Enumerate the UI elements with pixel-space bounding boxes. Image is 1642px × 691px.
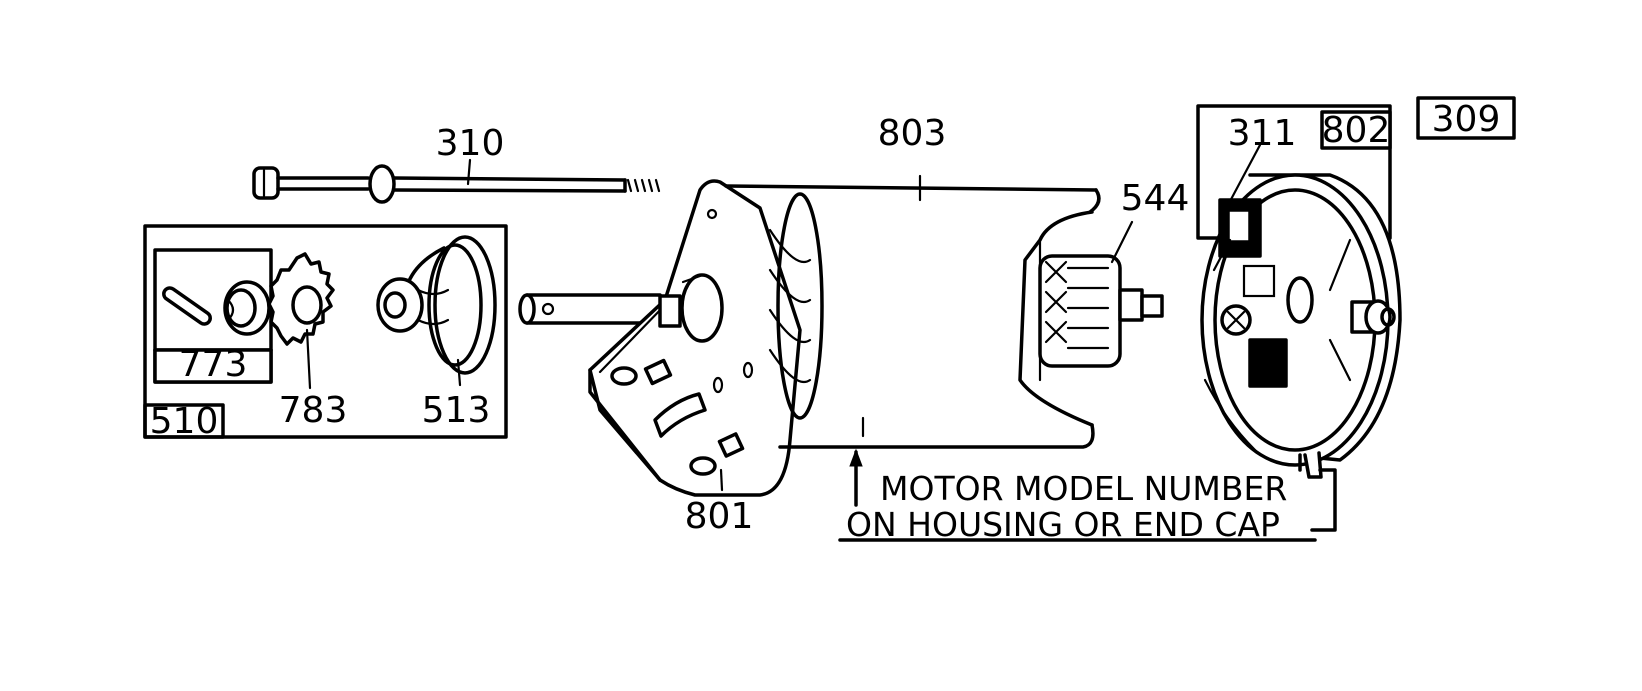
end-plate-801 (518, 179, 824, 497)
label-801: 801 (685, 496, 754, 537)
label-773: 773 (179, 344, 248, 385)
label-311: 311 (1228, 113, 1297, 154)
label-783: 783 (279, 390, 348, 431)
drive-assembly-513 (376, 235, 497, 387)
label-544: 544 (1121, 178, 1190, 219)
armature-544 (1018, 210, 1164, 427)
label-310: 310 (436, 123, 505, 164)
end-cap-802 (1196, 104, 1402, 479)
ref-box-309 (1416, 96, 1516, 140)
note-line-1: MOTOR MODEL NUMBER (880, 469, 1287, 508)
gear-783 (267, 252, 335, 390)
label-803: 803 (878, 113, 947, 154)
note-line-2: ON HOUSING OR END CAP (846, 505, 1280, 544)
note-pointers (838, 448, 1337, 542)
label-802: 802 (1322, 110, 1391, 151)
label-309: 309 (1432, 99, 1501, 140)
kit-box-510 (143, 224, 508, 439)
label-510: 510 (150, 401, 219, 442)
through-bolt-310 (252, 158, 661, 204)
label-513: 513 (422, 390, 491, 431)
